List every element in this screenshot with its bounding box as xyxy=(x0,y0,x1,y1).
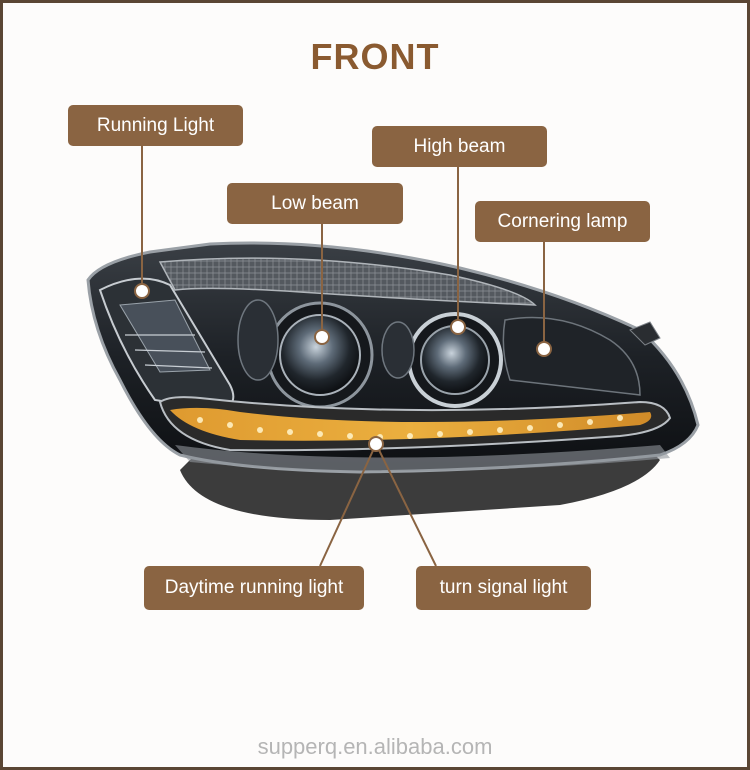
label-running-light: Running Light xyxy=(68,105,243,146)
label-low-beam: Low beam xyxy=(227,183,403,224)
footer-watermark: supperq.en.alibaba.com xyxy=(257,734,493,759)
label-daytime-running-light: Daytime running light xyxy=(144,566,364,610)
label-turn-signal-light: turn signal light xyxy=(416,566,591,610)
label-high-beam: High beam xyxy=(372,126,547,167)
label-cornering-lamp: Cornering lamp xyxy=(475,201,650,242)
page-title: FRONT xyxy=(310,36,440,77)
